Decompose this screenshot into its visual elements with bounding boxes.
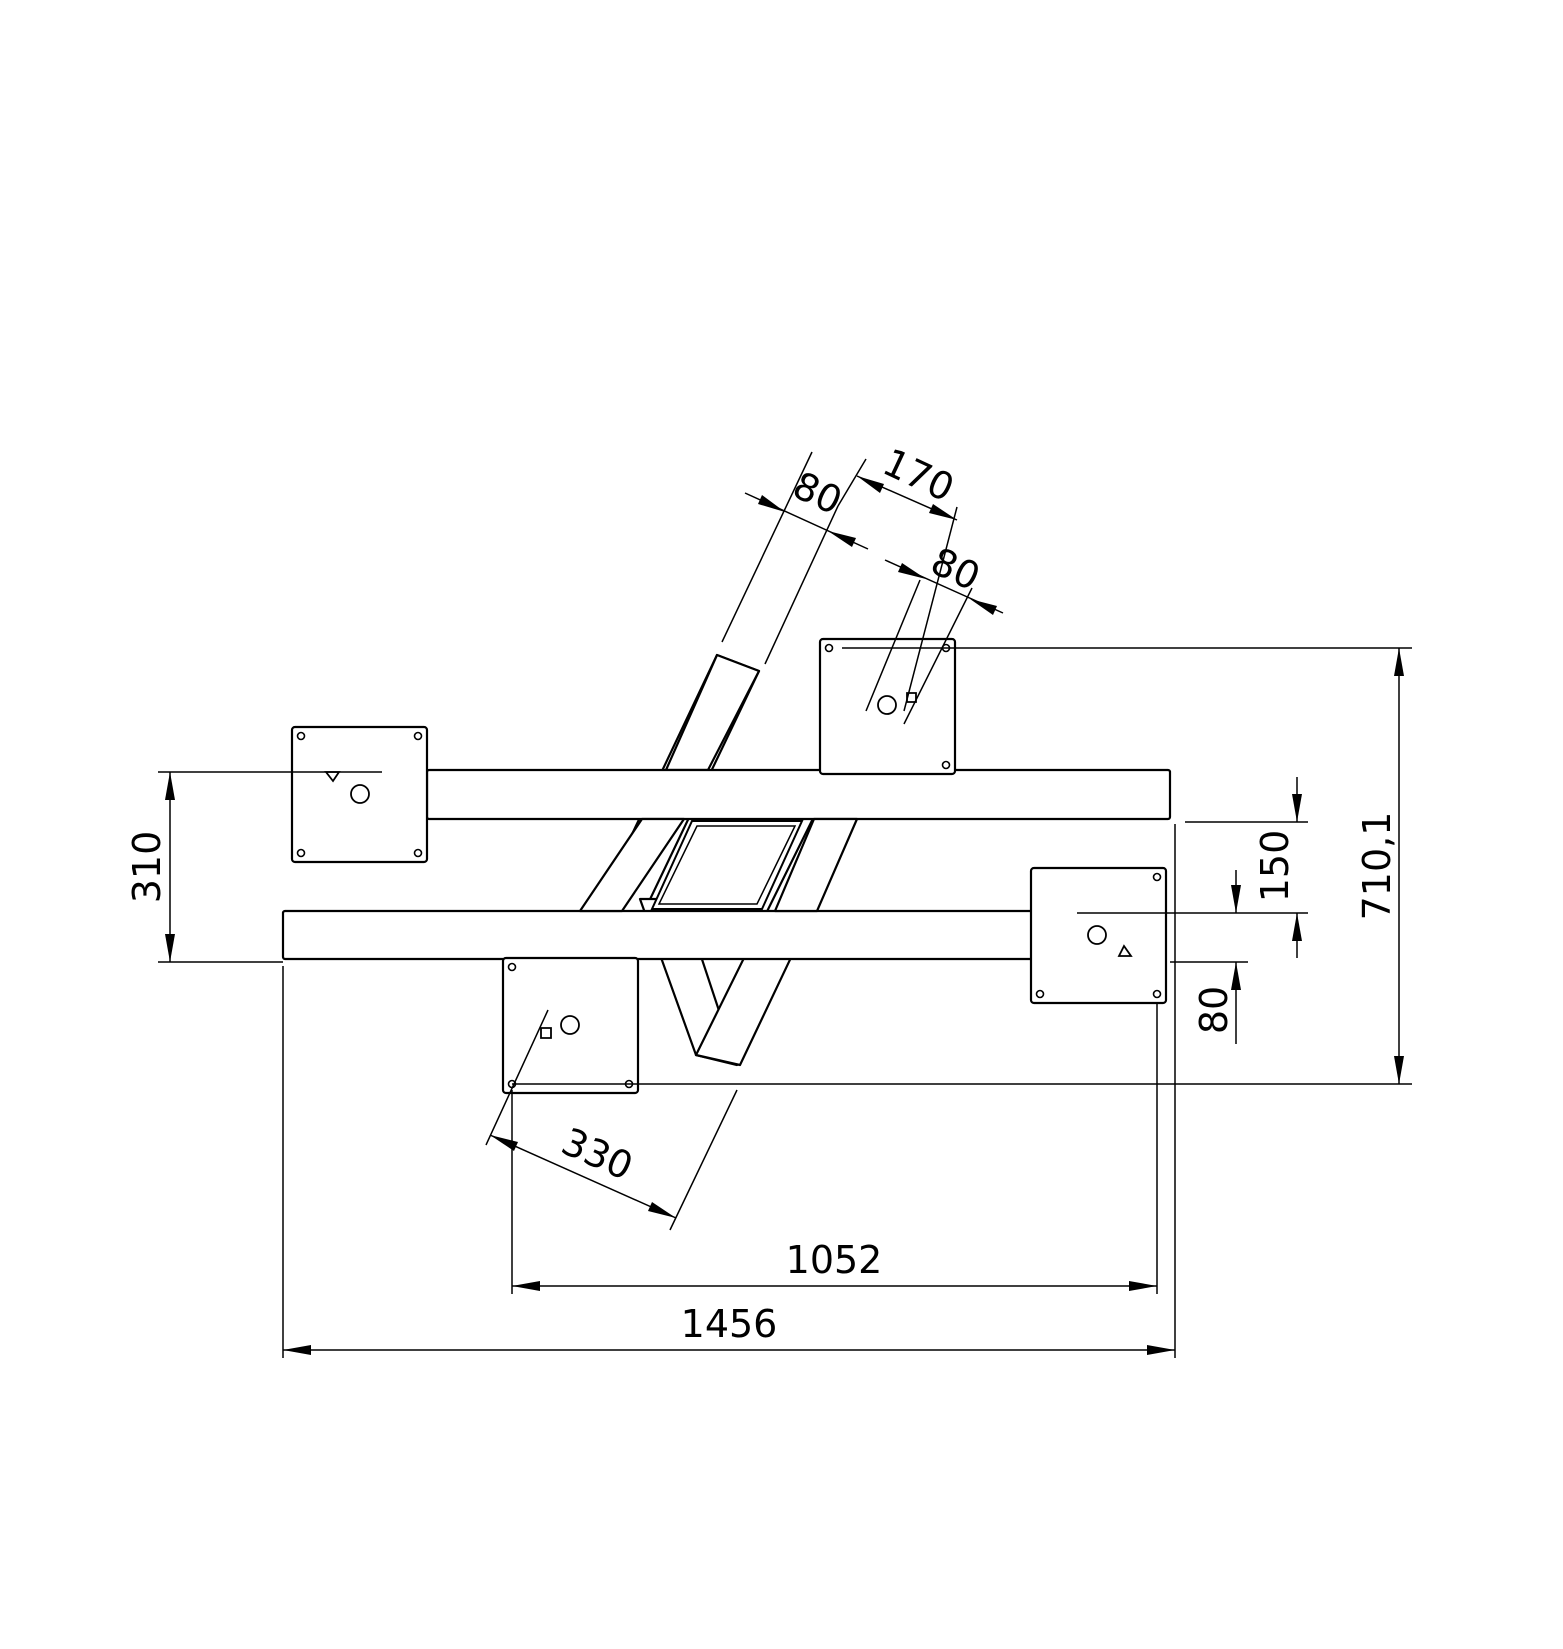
mounting-plate-top-right [818,637,957,776]
screw-icon [296,731,306,741]
screw-icon [507,962,517,972]
cable-hole-icon [350,784,370,804]
screw-icon [824,643,834,653]
dim-label-plate-offset: 330 [555,1119,639,1189]
dim-label-bar-width: 80 [1192,986,1236,1034]
center-window-inner [657,825,797,905]
screw-icon [1152,989,1162,999]
screw-icon [413,731,423,741]
screw-icon [941,760,951,770]
dim-overall-height: 710,1 [512,647,1412,1085]
dim-label-mount-span: 1052 [786,1238,883,1282]
mounting-plate-bottom-right [1029,866,1168,1005]
horizontal-bar-upper [425,768,1172,821]
dim-diagonal-width-left: 80 [721,451,869,665]
diagonal-segment-left-mid [578,817,686,913]
cable-hole-icon [1087,925,1107,945]
mounting-plate-top-left [290,725,429,864]
indicator-triangle-icon [1117,944,1133,957]
diagonal-bar-right-upper [664,653,761,772]
dimensions: 1456 1052 710,1 310 [125,440,1412,1358]
dim-label-overall-width: 1456 [681,1302,778,1346]
indicator-square-icon [540,1027,552,1039]
dim-label-diagonal-width-right: 80 [924,539,986,599]
dim-mount-span: 1052 [511,1002,1158,1294]
dim-label-diagonal-width-left: 80 [786,463,848,523]
dim-bar-offset: 310 [125,771,382,963]
dim-label-overall-height: 710,1 [1355,812,1399,921]
screw-icon [1152,872,1162,882]
cable-hole-icon [560,1015,580,1035]
horizontal-bar-lower [281,909,1036,961]
dim-bar-gap: 150 [1077,777,1308,958]
dim-bar-width: 80 [1170,870,1248,1044]
diagonal-segment-right-mid [773,817,859,913]
dim-overall-width: 1456 [282,824,1176,1358]
screw-icon [1035,989,1045,999]
dim-label-diagonal-spacing: 170 [876,440,960,511]
fixture [281,637,1172,1095]
mounting-plate-bottom-left [501,956,640,1095]
dim-label-bar-offset: 310 [125,831,169,904]
screw-icon [296,848,306,858]
screw-icon [413,848,423,858]
dim-label-bar-gap: 150 [1253,830,1297,903]
cable-hole-icon [877,695,897,715]
